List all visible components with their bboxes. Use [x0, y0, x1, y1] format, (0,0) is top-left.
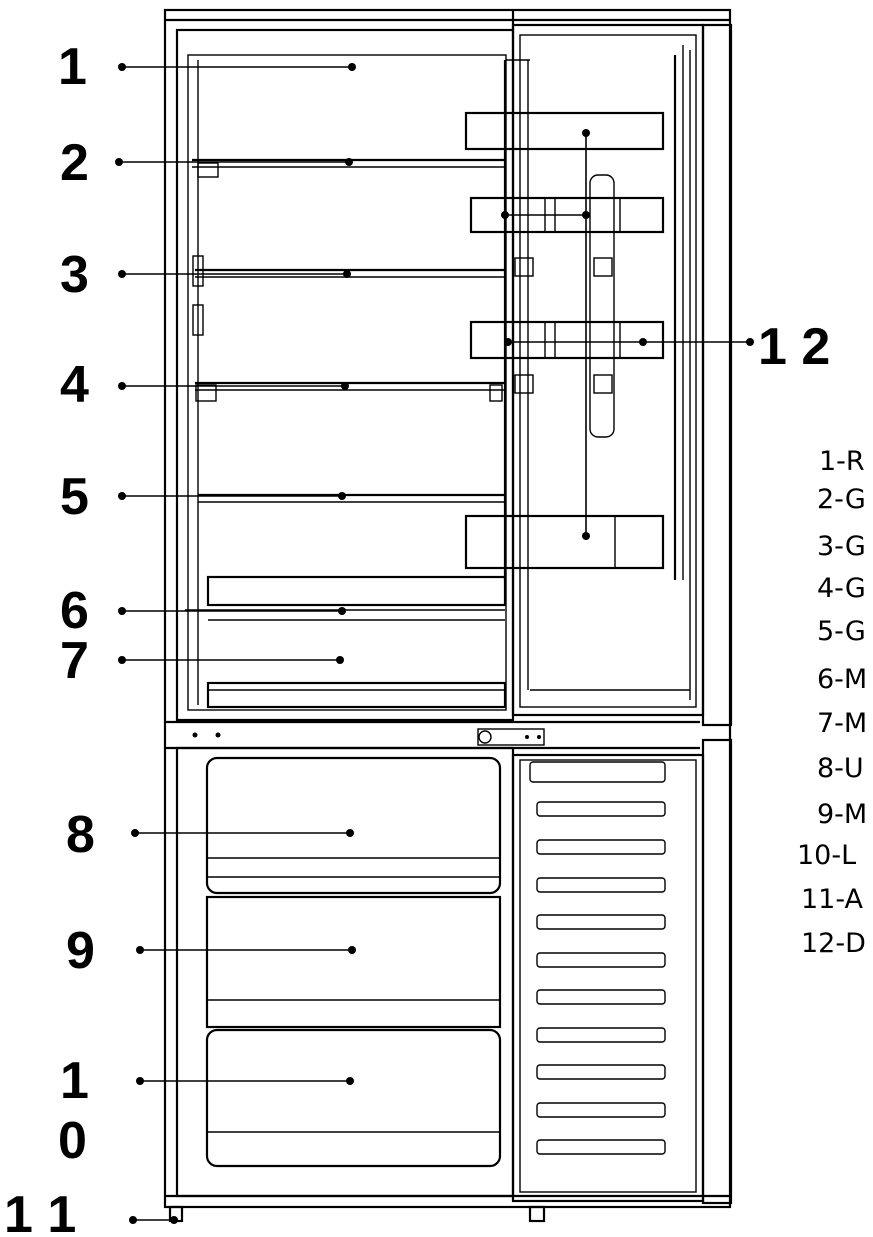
- middle-divider: [165, 720, 700, 750]
- legend-item: 10-L: [797, 840, 856, 871]
- crisper-drawer-6: [185, 575, 507, 621]
- callout-10-top: 1: [60, 1052, 89, 1110]
- glass-shelf-4: [195, 381, 505, 402]
- glass-shelf-5: [198, 493, 505, 503]
- legend-item: 4-G: [817, 573, 866, 604]
- freezer-drawer-9: [205, 895, 502, 1029]
- callout-6: 6: [60, 582, 89, 640]
- callout-2: 2: [60, 134, 89, 192]
- callout-3: 3: [60, 246, 89, 304]
- callout-4: 4: [60, 356, 89, 414]
- callout-numbers: 1 2 3 4 5 6 7 8 9 1 0 1 1 1 2: [4, 38, 830, 1237]
- freezer-drawer-10: [205, 1028, 502, 1168]
- legend-item: 12-D: [801, 928, 866, 959]
- adjustable-feet: [168, 1205, 546, 1223]
- door-rail: [514, 174, 615, 438]
- callout-7: 7: [60, 632, 89, 690]
- legend-item: 1-R: [819, 446, 865, 477]
- callout-10-bottom: 0: [58, 1112, 87, 1170]
- door-balcony-4: [464, 514, 665, 570]
- callout-12: 1 2: [758, 318, 830, 376]
- door-balcony-1: [464, 111, 665, 151]
- callout-8: 8: [66, 806, 95, 864]
- legend-item: 8-U: [817, 753, 864, 784]
- callout-1: 1: [58, 38, 87, 96]
- freezer-drawer-8: [205, 756, 502, 895]
- callout-9: 9: [66, 922, 95, 980]
- crisper-drawer-7: [206, 681, 507, 709]
- freezer-compartment: [165, 746, 730, 1198]
- legend-item: 2-G: [817, 484, 866, 515]
- glass-shelf-3: [192, 255, 505, 336]
- legend-item: 7-M: [817, 708, 867, 739]
- legend-item: 6-M: [817, 664, 867, 695]
- door-balcony-3: [469, 320, 665, 360]
- leader-lines: [115, 63, 754, 1224]
- fridge-door: [503, 23, 733, 727]
- fridge-compartment: [175, 28, 515, 722]
- legend-item: 3-G: [817, 531, 866, 562]
- callout-5: 5: [60, 468, 89, 526]
- legend-item: 5-G: [817, 616, 866, 647]
- legend-item: 11-A: [801, 884, 864, 915]
- legend: 1-R 2-G 3-G 4-G 5-G 6-M 7-M 8-U 9-M 10-L…: [797, 446, 867, 959]
- callout-11: 1 1: [4, 1186, 76, 1237]
- legend-item: 9-M: [817, 799, 867, 830]
- freezer-door: [511, 738, 733, 1205]
